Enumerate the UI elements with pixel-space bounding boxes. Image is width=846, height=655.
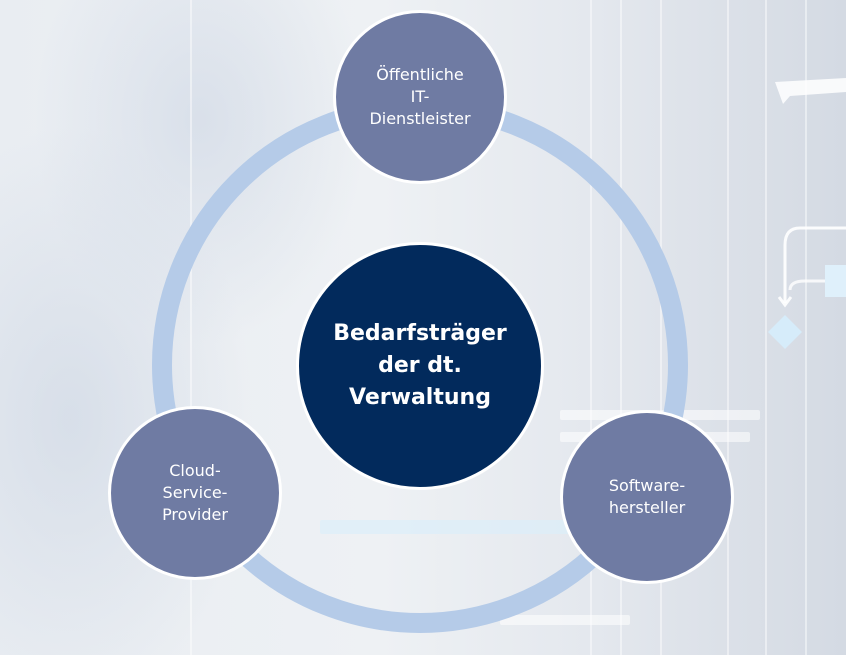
bg-bar: [320, 520, 600, 534]
node-software-manufacturer: Software- hersteller: [560, 410, 734, 584]
bg-line: [765, 0, 767, 655]
node-label: Öffentliche IT- Dienstleister: [369, 65, 471, 128]
node-label: Cloud- Service- Provider: [162, 461, 228, 524]
node-label: Software- hersteller: [608, 476, 686, 517]
bg-line: [590, 0, 592, 655]
center-node-administration: Bedarfsträger der dt. Verwaltung: [296, 242, 544, 490]
bg-line: [727, 0, 729, 655]
bg-line: [190, 0, 192, 655]
bg-bar: [500, 615, 630, 625]
node-cloud-service-provider: Cloud- Service- Provider: [108, 406, 282, 580]
center-label: Bedarfsträger der dt. Verwaltung: [333, 321, 507, 410]
bg-line: [805, 0, 807, 655]
node-public-it-providers: Öffentliche IT- Dienstleister: [333, 10, 507, 184]
bg-line: [660, 0, 662, 655]
bg-line: [620, 0, 622, 655]
